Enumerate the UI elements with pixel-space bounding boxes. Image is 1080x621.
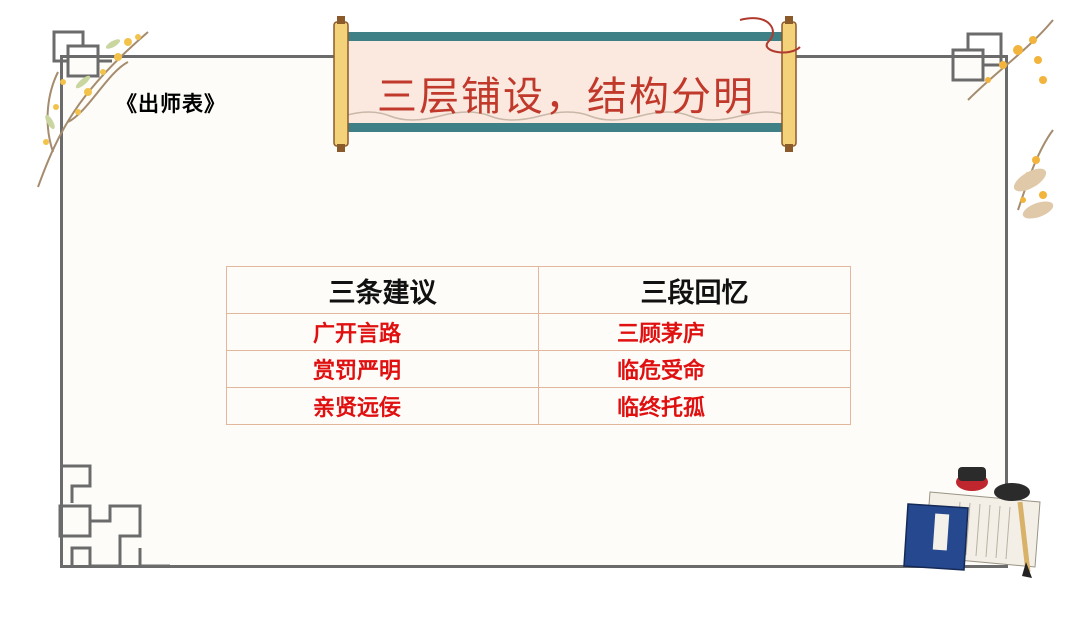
scroll-banner: 三层铺设，结构分明: [330, 12, 802, 154]
fret-corner-icon: [58, 464, 170, 568]
fret-corner-icon: [951, 32, 1003, 82]
fret-corner-icon: [52, 30, 112, 78]
slide-title: 三层铺设，结构分明: [377, 74, 755, 120]
table-header-row: 三条建议 三段回忆: [226, 266, 851, 314]
table-row: 赏罚严明 临危受命: [226, 350, 851, 388]
table-row: 广开言路 三顾茅庐: [226, 313, 851, 351]
summary-table: 三条建议 三段回忆 广开言路 三顾茅庐 赏罚严明 临危受命 亲贤远佞 临终托孤: [226, 266, 851, 425]
osmanthus-branch-icon: [967, 19, 1054, 219]
table-cell: 临危受命: [538, 350, 851, 388]
table-row: 亲贤远佞 临终托孤: [226, 387, 851, 425]
table-cell: 亲贤远佞: [226, 387, 539, 425]
column-header: 三条建议: [226, 266, 539, 314]
books-brush-inkstone-icon: [903, 467, 1041, 578]
scroll-banner-icon: [333, 16, 801, 152]
osmanthus-branch-icon: [37, 31, 149, 188]
table-cell: 广开言路: [226, 313, 539, 351]
book-title: 《出师表》: [116, 92, 226, 116]
table-cell: 赏罚严明: [226, 350, 539, 388]
column-header: 三段回忆: [538, 266, 851, 314]
table-cell: 临终托孤: [538, 387, 851, 425]
table-cell: 三顾茅庐: [538, 313, 851, 351]
